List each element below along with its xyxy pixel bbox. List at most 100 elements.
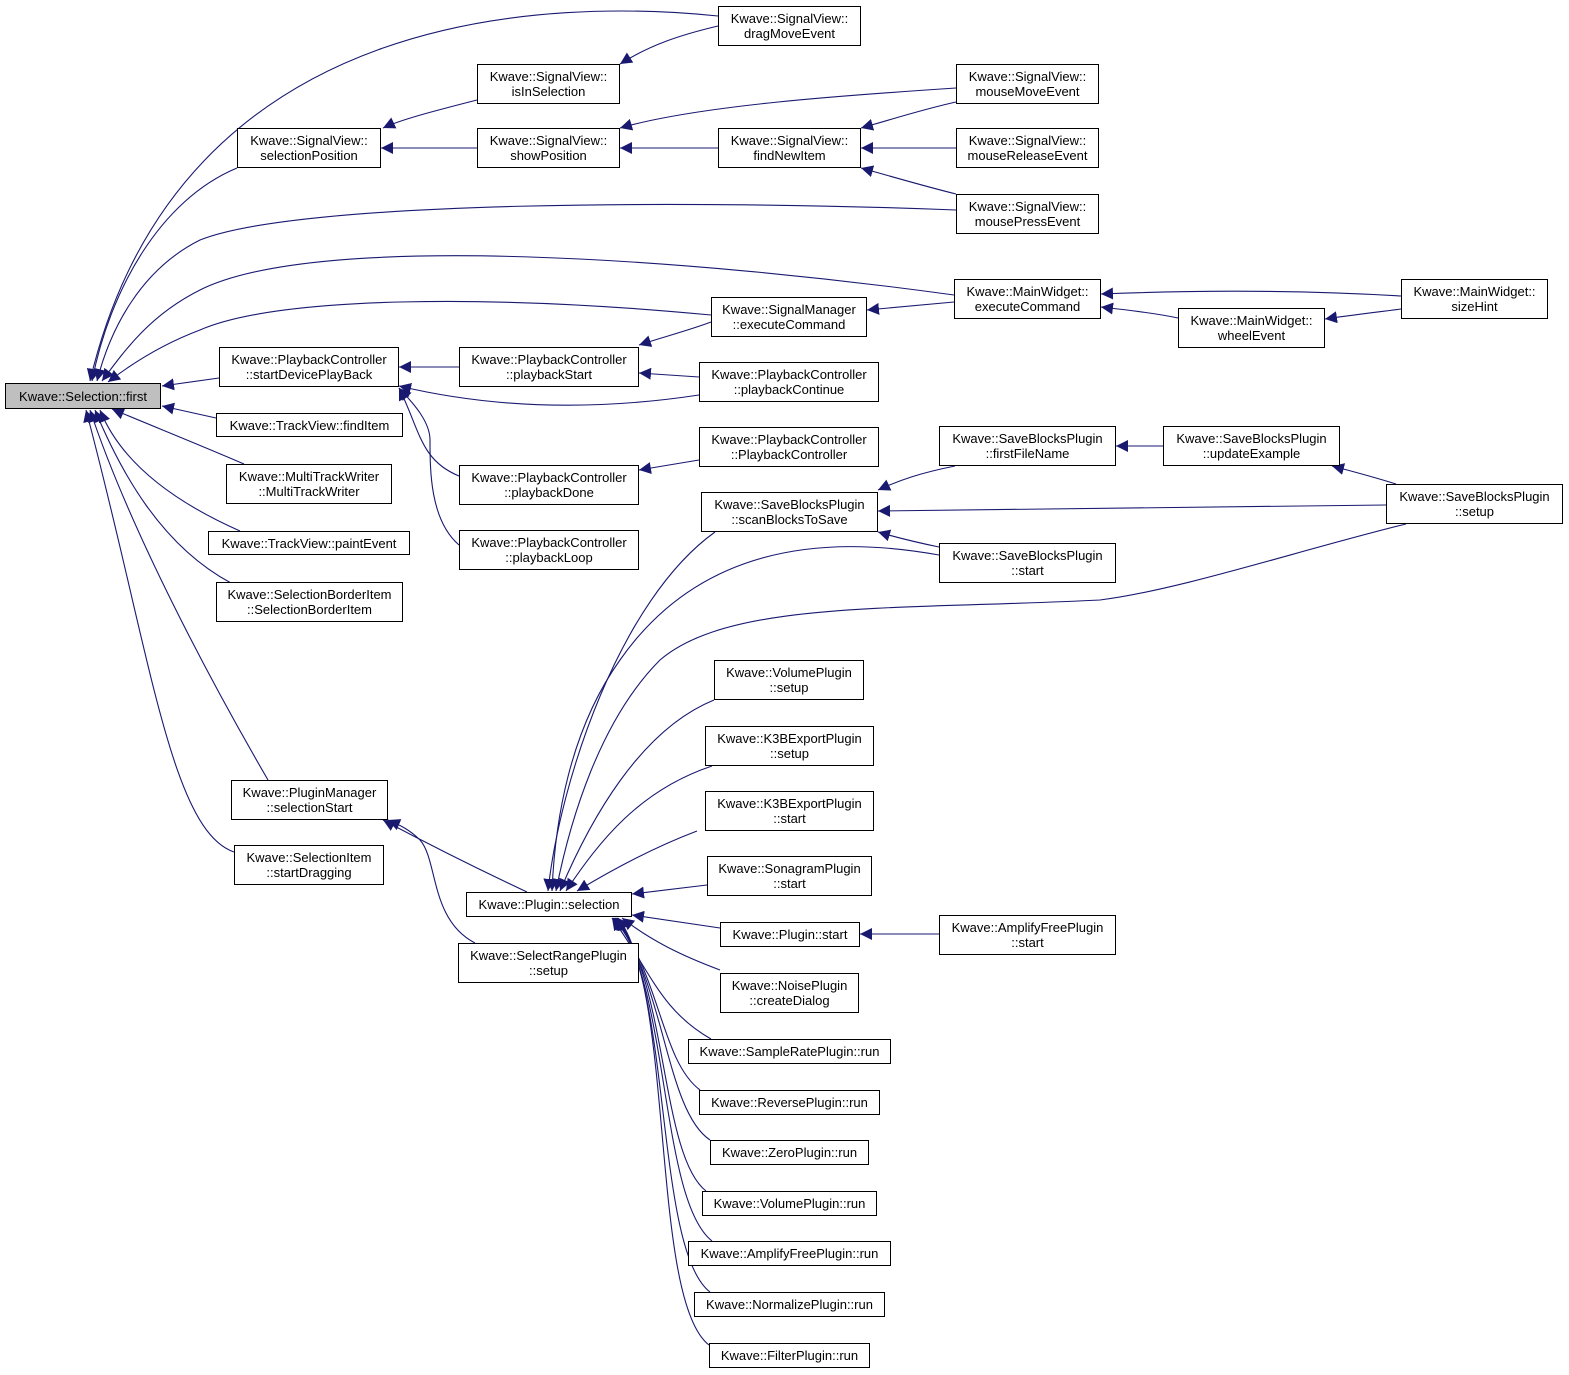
edge-mousepress-to-first [94, 203, 957, 382]
node-selectionitem-startdragging[interactable]: Kwave::SelectionItem::startDragging [234, 845, 384, 885]
node-saveblocksplugin-start[interactable]: Kwave::SaveBlocksPlugin::start [939, 543, 1116, 583]
node-signalview-isinselection[interactable]: Kwave::SignalView::isInSelection [477, 64, 620, 104]
node-mainwidget-wheelevent[interactable]: Kwave::MainWidget::wheelEvent [1178, 308, 1325, 348]
node-label-line: Kwave::MultiTrackWriter [238, 469, 380, 484]
node-playbackcontroller-playbackdone[interactable]: Kwave::PlaybackController::playbackDone [459, 465, 639, 505]
edge-tvpaint-to-first [98, 409, 241, 532]
node-selection-first[interactable]: Kwave::Selection::first [5, 383, 161, 409]
node-label-line: ::MultiTrackWriter [258, 484, 360, 499]
node-label-line: ::firstFileName [985, 446, 1070, 461]
edge-sbi-to-first [94, 409, 232, 584]
node-label-line: ::setup [528, 963, 569, 978]
edge-srrun-to-plugsel [611, 917, 712, 1040]
node-label-line: ::updateExample [1202, 446, 1301, 461]
node-saveblocksplugin-firstfilename[interactable]: Kwave::SaveBlocksPlugin::firstFileName [939, 426, 1116, 466]
edge-srsetup-to-pmsel [387, 819, 476, 944]
node-plugin-selection[interactable]: Kwave::Plugin::selection [466, 892, 632, 917]
edge-sbstart-to-sbscan [877, 529, 940, 548]
node-label-line: Kwave::PlaybackController [231, 352, 387, 367]
node-trackview-finditem[interactable]: Kwave::TrackView::findItem [216, 413, 403, 437]
node-k3bexportplugin-setup[interactable]: Kwave::K3BExportPlugin::setup [705, 726, 874, 766]
node-label-line: Kwave::SaveBlocksPlugin [1399, 489, 1550, 504]
node-playbackcontroller-playbackcontinue[interactable]: Kwave::PlaybackController::playbackConti… [699, 362, 879, 402]
node-mainwidget-sizehint[interactable]: Kwave::MainWidget::sizeHint [1401, 279, 1548, 319]
node-playbackcontroller-playbackstart[interactable]: Kwave::PlaybackController::playbackStart [459, 347, 639, 387]
node-label-line: Kwave::SonagramPlugin [718, 861, 861, 876]
node-pluginmanager-selectionstart[interactable]: Kwave::PluginManager::selectionStart [231, 780, 388, 820]
edge-pccont-to-pcstart [638, 367, 700, 380]
node-plugin-start[interactable]: Kwave::Plugin::start [720, 922, 860, 947]
node-label-line: Kwave::SignalManager [722, 302, 856, 317]
node-volumeplugin-setup[interactable]: Kwave::VolumePlugin::setup [714, 660, 864, 700]
node-label-line: Kwave::ReversePlugin::run [711, 1095, 868, 1110]
edge-k3bstart-to-plugsel [576, 830, 698, 892]
node-signalview-mousereleaseevent[interactable]: Kwave::SignalView::mouseReleaseEvent [956, 128, 1099, 168]
node-label-line: ::playbackLoop [505, 550, 593, 565]
edge-mwsize-to-mwwheel [1324, 308, 1402, 324]
node-zeroplugin-run[interactable]: Kwave::ZeroPlugin::run [710, 1140, 869, 1165]
node-label-line: Kwave::PluginManager [242, 785, 377, 800]
node-label-line: Kwave::SignalView:: [489, 69, 608, 84]
edge-pmsel-to-first [88, 409, 269, 781]
node-label-line: Kwave::SaveBlocksPlugin [1176, 431, 1327, 446]
edge-sidrag-to-first [83, 409, 235, 853]
edge-mwsize-to-mwexec [1100, 287, 1402, 300]
node-saveblocksplugin-setup[interactable]: Kwave::SaveBlocksPlugin::setup [1386, 484, 1563, 524]
node-playbackcontroller-playbackcontroller[interactable]: Kwave::PlaybackController::PlaybackContr… [699, 427, 879, 467]
node-mainwidget-executecommand[interactable]: Kwave::MainWidget::executeCommand [954, 279, 1101, 319]
edge-mtw-to-first [111, 408, 245, 465]
node-sonagramplugin-start[interactable]: Kwave::SonagramPlugin::start [707, 856, 872, 896]
node-label-line: ::setup [769, 680, 809, 695]
node-k3bexportplugin-start[interactable]: Kwave::K3BExportPlugin::start [705, 791, 874, 831]
edge-dragmove-to-first [86, 10, 719, 382]
edge-selpos-to-first [88, 167, 238, 382]
node-playbackcontroller-startdeviceplayback[interactable]: Kwave::PlaybackController::startDevicePl… [219, 347, 399, 387]
node-samplerateplugin-run[interactable]: Kwave::SampleRatePlugin::run [688, 1039, 891, 1064]
node-signalmanager-executecommand[interactable]: Kwave::SignalManager::executeCommand [711, 297, 867, 337]
node-label-line: Kwave::NoisePlugin [731, 978, 848, 993]
node-signalview-findnewitem[interactable]: Kwave::SignalView::findNewItem [718, 128, 861, 168]
node-selectionborderitem[interactable]: Kwave::SelectionBorderItem::SelectionBor… [216, 582, 403, 622]
edge-mousemove-to-findnew [860, 101, 957, 131]
edge-volsetup-to-plugsel [559, 699, 715, 892]
node-label-line: executeCommand [974, 299, 1081, 314]
node-amplifyfreeplugin-run[interactable]: Kwave::AmplifyFreePlugin::run [688, 1241, 891, 1266]
edge-sbstart-to-plugsel [546, 546, 940, 892]
edge-plugstart-to-plugsel [631, 910, 721, 929]
node-label-line: Kwave::SaveBlocksPlugin [952, 431, 1103, 446]
node-label-line: Kwave::Plugin::selection [478, 897, 620, 912]
node-label-line: Kwave::SignalView:: [730, 133, 849, 148]
edge-smexec-to-pcstart [638, 321, 712, 347]
node-amplifyfreeplugin-start[interactable]: Kwave::AmplifyFreePlugin::start [939, 915, 1116, 955]
edge-mousemove-to-showpos [619, 87, 957, 131]
node-reverseplugin-run[interactable]: Kwave::ReversePlugin::run [699, 1090, 880, 1115]
edge-sbscan-to-plugsel [543, 531, 716, 892]
node-signalview-showposition[interactable]: Kwave::SignalView::showPosition [477, 128, 620, 168]
node-label-line: Kwave::MainWidget:: [1190, 313, 1313, 328]
node-label-line: ::scanBlocksToSave [731, 512, 848, 527]
node-signalview-mousemoveevent[interactable]: Kwave::SignalView::mouseMoveEvent [956, 64, 1099, 104]
node-signalview-selectionposition[interactable]: Kwave::SignalView::selectionPosition [237, 128, 381, 168]
node-multitrackwriter[interactable]: Kwave::MultiTrackWriter::MultiTrackWrite… [226, 464, 392, 504]
node-playbackcontroller-playbackloop[interactable]: Kwave::PlaybackController::playbackLoop [459, 530, 639, 570]
node-label-line: Kwave::SignalView:: [730, 11, 849, 26]
edge-mwwheel-to-mwexec [1100, 302, 1179, 319]
node-label-line: Kwave::TrackView::findItem [229, 417, 390, 433]
node-saveblocksplugin-scanblockstosave[interactable]: Kwave::SaveBlocksPlugin::scanBlocksToSav… [701, 492, 878, 532]
node-saveblocksplugin-updateexample[interactable]: Kwave::SaveBlocksPlugin::updateExample [1163, 426, 1340, 466]
node-label-line: ::executeCommand [732, 317, 846, 332]
node-volumeplugin-run[interactable]: Kwave::VolumePlugin::run [702, 1191, 877, 1216]
node-noiseplugin-createdialog[interactable]: Kwave::NoisePlugin::createDialog [720, 973, 859, 1013]
node-filterplugin-run[interactable]: Kwave::FilterPlugin::run [709, 1343, 870, 1368]
node-normalizeplugin-run[interactable]: Kwave::NormalizePlugin::run [694, 1292, 885, 1317]
node-label-line: Kwave::K3BExportPlugin [717, 731, 862, 746]
node-signalview-mousepressevent[interactable]: Kwave::SignalView::mousePressEvent [956, 194, 1099, 234]
node-label-line: dragMoveEvent [743, 26, 836, 41]
node-selectrangeplugin-setup[interactable]: Kwave::SelectRangePlugin::setup [458, 943, 639, 983]
node-label-line: ::selectionStart [266, 800, 353, 815]
node-label-line: selectionPosition [260, 148, 358, 163]
node-label-line: ::playbackContinue [733, 382, 845, 397]
node-signalview-dragmoveevent[interactable]: Kwave::SignalView::dragMoveEvent [718, 6, 861, 46]
node-trackview-paintevent[interactable]: Kwave::TrackView::paintEvent [208, 531, 410, 555]
node-label-line: ::startDevicePlayBack [245, 367, 373, 382]
